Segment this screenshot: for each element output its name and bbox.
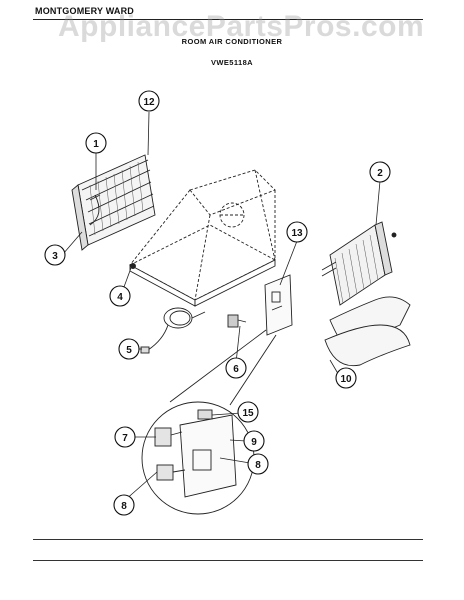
control-panel	[264, 274, 293, 336]
callout-15: 15	[237, 401, 259, 423]
drain-pan	[324, 296, 411, 367]
svg-text:15: 15	[242, 408, 254, 419]
knob	[227, 314, 247, 328]
controls-detail	[141, 329, 277, 515]
svg-text:9: 9	[251, 437, 257, 448]
model-number: VWE5118A	[211, 58, 253, 67]
evaporator-coil	[71, 154, 156, 251]
svg-text:4: 4	[117, 292, 123, 303]
callout-5: 5	[118, 338, 140, 360]
svg-text:7: 7	[122, 433, 128, 444]
callout-3: 3	[44, 244, 66, 266]
svg-text:3: 3	[52, 251, 58, 262]
svg-text:6: 6	[233, 364, 239, 375]
condenser-coil	[321, 221, 397, 306]
power-cord	[140, 307, 206, 354]
callout-2: 2	[369, 161, 391, 183]
svg-text:5: 5	[126, 345, 132, 356]
svg-text:1: 1	[93, 139, 99, 150]
callout-1: 1	[85, 132, 107, 154]
callout-13: 12	[138, 90, 160, 112]
header-rule	[33, 19, 423, 20]
callout-9: 8	[247, 453, 269, 475]
diagram-title: ROOM AIR CONDITIONER	[181, 37, 283, 46]
callout-10: 9	[243, 430, 265, 452]
callout-8: 8	[113, 494, 135, 516]
callout-14: 13	[286, 221, 308, 243]
svg-text:10: 10	[340, 374, 352, 385]
footer-rule-2	[33, 560, 423, 561]
callout-12: 10	[335, 367, 357, 389]
callout-6: 6	[225, 357, 247, 379]
svg-text:13: 13	[291, 228, 303, 239]
callout-4: 4	[109, 285, 131, 307]
callout-7: 7	[114, 426, 136, 448]
leader-lines	[62, 111, 381, 502]
base-mount	[129, 259, 276, 307]
svg-text:8: 8	[121, 501, 127, 512]
svg-text:2: 2	[377, 168, 383, 179]
footer-rule-1	[33, 539, 423, 540]
watermark: AppliancePartsPros.com	[58, 10, 425, 43]
brand-label: MONTGOMERY WARD	[35, 6, 134, 16]
svg-text:8: 8	[255, 460, 261, 471]
svg-text:12: 12	[143, 97, 155, 108]
